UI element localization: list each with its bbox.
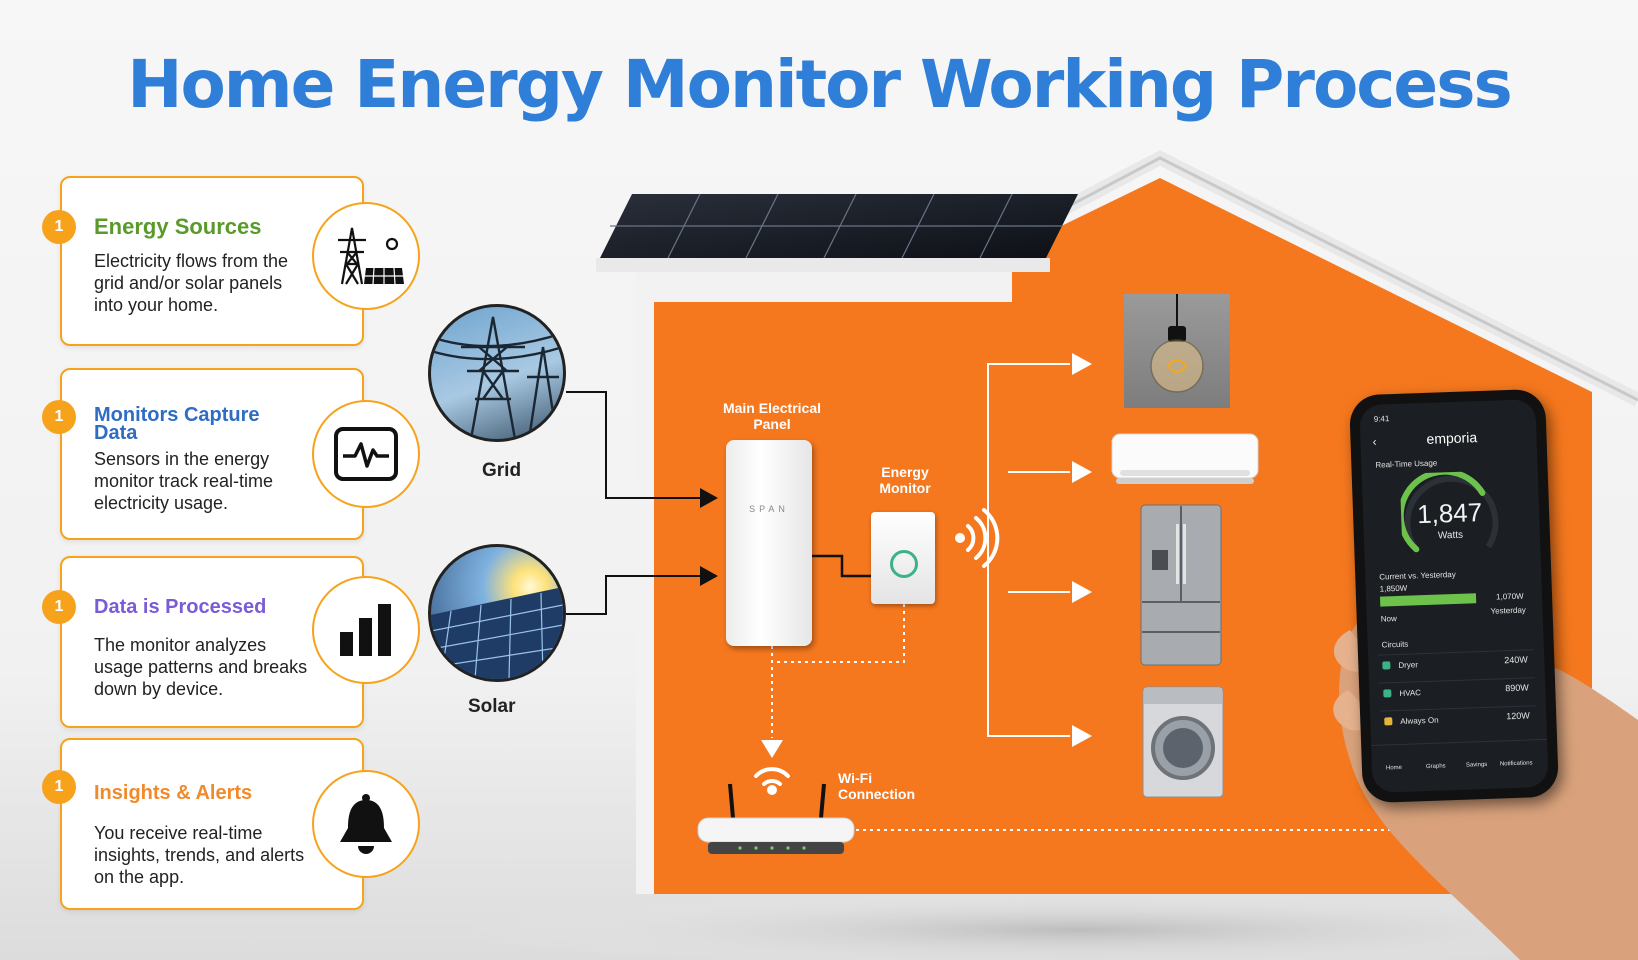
- circuit-name: HVAC: [1399, 688, 1422, 698]
- step-badge: 1: [42, 770, 76, 804]
- grid-photo: [428, 304, 566, 442]
- grid-label: Grid: [482, 460, 522, 481]
- step-badge: 1: [42, 590, 76, 624]
- emporia-app-screen: 9:41 ‹ emporia Real-Time Usage 1,847 Wat…: [1359, 399, 1549, 793]
- usage-unit: Watts: [1437, 529, 1464, 542]
- smartphone: 9:41 ‹ emporia Real-Time Usage 1,847 Wat…: [1348, 388, 1560, 804]
- step-title: Monitors Capture Data: [94, 404, 260, 444]
- always-on-circuit-icon: [1384, 717, 1393, 726]
- app-bottom-nav: Home Graphs Savings Notifications: [1371, 738, 1549, 793]
- now-usage-bar: [1379, 593, 1477, 607]
- bar-chart-icon: [312, 576, 420, 684]
- nav-graphs[interactable]: Graphs: [1425, 763, 1446, 771]
- heartbeat-monitor-icon: [312, 400, 420, 508]
- appliance-branches: [987, 363, 1070, 737]
- panel-brand: SPAN: [749, 504, 789, 514]
- appliance-arrowheads: [1072, 353, 1092, 747]
- dotted-data-lines: [771, 604, 1463, 831]
- step-badge: 1: [42, 210, 76, 244]
- step-card-energy-sources: 1 Energy Sources Electricity flows from …: [42, 176, 420, 346]
- monitor-status-ring: [890, 550, 918, 578]
- refrigerator-photo: [1140, 504, 1222, 668]
- circuit-value: 120W: [1506, 710, 1530, 722]
- usage-value: 1,847: [1416, 496, 1483, 530]
- step-card-monitors-capture: 1 Monitors Capture Data Sensors in the e…: [42, 368, 420, 540]
- power-tower-solar-icon: [312, 202, 420, 310]
- source-connections: [566, 391, 702, 615]
- step-description: Sensors in the energy monitor track real…: [94, 449, 274, 513]
- router: [697, 783, 855, 854]
- step-description: Electricity flows from the grid and/or s…: [94, 251, 289, 315]
- step-description: You receive real-time insights, trends, …: [94, 823, 305, 887]
- solar-label: Solar: [468, 696, 516, 717]
- washing-machine-photo: [1142, 686, 1224, 798]
- step-title: Energy Sources: [94, 214, 262, 239]
- wifi-icon: [754, 767, 790, 795]
- circuit-row[interactable]: HVAC 890W: [1378, 677, 1536, 706]
- air-conditioner-photo: [1110, 432, 1260, 488]
- hvac-circuit-icon: [1383, 689, 1392, 698]
- app-logo: emporia: [1426, 429, 1478, 447]
- energy-monitor-label: Energy Monitor: [879, 464, 931, 496]
- usage-gauge: [1399, 470, 1499, 553]
- yesterday-value: 1,070W: [1495, 591, 1524, 602]
- step-card-data-processed: 1 Data is Processed The monitor analyzes…: [42, 556, 420, 728]
- light-bulb-photo: [1124, 294, 1230, 408]
- monitor-signal-icon: [955, 508, 1000, 568]
- floor-shadow: [460, 890, 1638, 960]
- router-arrowhead: [761, 740, 783, 758]
- realtime-section-label: Real-Time Usage: [1375, 458, 1438, 470]
- step-title: Data is Processed: [94, 596, 267, 618]
- solar-arrowhead: [700, 566, 718, 586]
- circuits-title: Circuits: [1381, 639, 1409, 650]
- nav-savings[interactable]: Savings: [1465, 761, 1488, 769]
- step-description: The monitor analyzes usage patterns and …: [94, 635, 308, 699]
- step-badge: 1: [42, 400, 76, 434]
- nav-home[interactable]: Home: [1385, 764, 1403, 772]
- main-electrical-panel: SPAN: [726, 440, 812, 646]
- yesterday-label: Yesterday: [1490, 605, 1526, 616]
- step-title: Insights & Alerts: [94, 782, 253, 804]
- app-status-time: 9:41: [1373, 414, 1390, 424]
- now-label: Now: [1380, 614, 1397, 624]
- dryer-circuit-icon: [1382, 661, 1391, 670]
- main-panel-label: Main Electrical Panel: [722, 400, 822, 432]
- wifi-connection-label: Wi-Fi Connection: [838, 770, 915, 802]
- back-icon[interactable]: ‹: [1372, 434, 1377, 449]
- circuit-name: Always On: [1400, 715, 1439, 726]
- now-value: 1,850W: [1379, 583, 1408, 594]
- compare-title: Current vs. Yesterday: [1379, 569, 1456, 582]
- nav-notifications[interactable]: Notifications: [1499, 760, 1533, 768]
- circuit-row[interactable]: Always On 120W: [1379, 705, 1537, 734]
- panel-monitor-wire: [812, 554, 874, 578]
- solar-photo: [428, 544, 566, 682]
- energy-monitor-device: [871, 512, 935, 604]
- circuit-name: Dryer: [1398, 660, 1419, 670]
- bell-icon: [312, 770, 420, 878]
- circuit-value: 890W: [1505, 682, 1529, 694]
- solar-grid-lines: [610, 193, 1062, 259]
- grid-arrowhead: [700, 488, 718, 508]
- step-card-insights-alerts: 1 Insights & Alerts You receive real-tim…: [42, 738, 420, 910]
- circuit-value: 240W: [1504, 654, 1528, 666]
- page-title: Home Energy Monitor Working Process: [127, 46, 1513, 123]
- circuit-row[interactable]: Dryer 240W: [1378, 649, 1535, 678]
- roof-gutter: [596, 258, 1050, 272]
